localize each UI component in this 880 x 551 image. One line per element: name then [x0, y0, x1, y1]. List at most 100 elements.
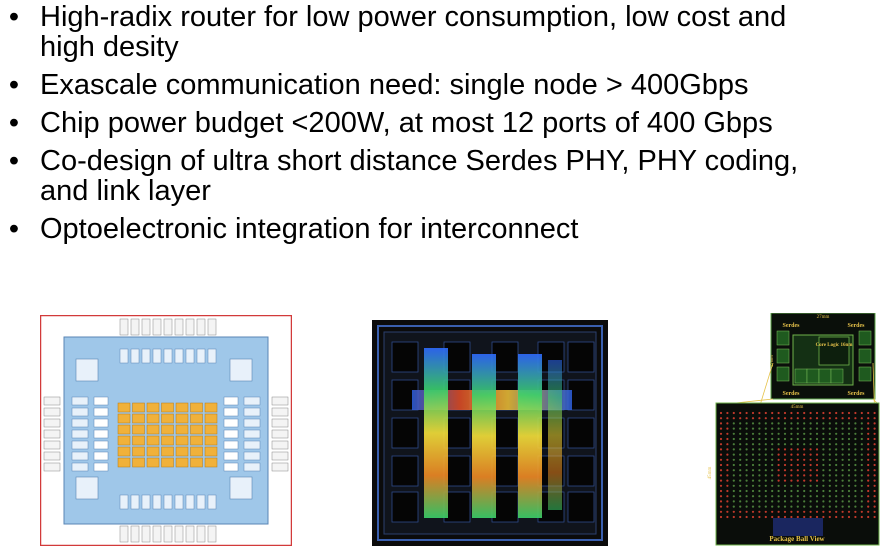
package-ball — [758, 453, 761, 456]
package-ball — [783, 417, 787, 420]
package-ball — [732, 495, 735, 498]
switch-tile — [161, 435, 174, 446]
package-ball — [815, 484, 819, 487]
serdes-top — [196, 348, 206, 364]
port-right — [271, 429, 289, 439]
package-ball — [828, 484, 831, 487]
package-ball — [867, 448, 870, 451]
package-ball — [847, 469, 851, 472]
package-ball — [841, 458, 844, 461]
package-ball — [790, 474, 793, 477]
package-ball — [764, 463, 767, 467]
package-ball — [758, 474, 761, 477]
package-ball — [854, 458, 857, 461]
package-ball — [867, 411, 870, 415]
package-ball — [790, 463, 793, 467]
package-ball — [847, 463, 851, 467]
package-ball — [860, 417, 863, 420]
package-ball — [796, 448, 799, 451]
layout-block — [567, 491, 595, 523]
bullet-dot: • — [8, 213, 20, 245]
die-outline — [377, 325, 603, 541]
package-ball — [835, 510, 838, 513]
bullet-text: Chip power budget <200W, at most 12 port… — [40, 107, 773, 139]
switch-tile — [132, 446, 145, 457]
package-ball — [796, 437, 799, 441]
serdes-top — [152, 348, 162, 364]
package-ball — [751, 510, 755, 513]
package-ball — [777, 479, 780, 482]
package-ball — [796, 432, 799, 435]
port-right — [271, 396, 289, 406]
package-ball — [835, 458, 838, 461]
package-ball — [815, 515, 819, 519]
package-ball — [758, 484, 761, 487]
package-ball — [745, 422, 748, 425]
package-ball — [790, 432, 793, 435]
serdes-label: Serdes — [848, 323, 866, 329]
package-ball — [783, 474, 787, 477]
layout-block — [491, 455, 519, 487]
package-ball — [867, 458, 870, 461]
switch-tile — [132, 457, 145, 468]
package-ball — [803, 432, 806, 435]
corner-block — [75, 358, 99, 382]
package-ball — [719, 469, 723, 472]
package-ball — [751, 453, 755, 456]
switch-tile — [132, 424, 145, 435]
package-ball — [873, 469, 876, 472]
package-ball — [739, 469, 742, 472]
package-ball — [835, 417, 838, 420]
package-ball — [809, 437, 812, 441]
package-ball — [854, 505, 857, 508]
package-ball — [764, 427, 767, 430]
package-ball — [860, 495, 863, 498]
serdes-bottom — [119, 494, 129, 510]
switch-tile — [175, 413, 189, 424]
package-ball — [815, 479, 819, 482]
die-cell — [776, 348, 790, 364]
package-ball — [860, 510, 863, 513]
switch-tile — [161, 446, 174, 457]
package-ball — [873, 515, 876, 519]
switch-tile — [175, 424, 189, 435]
package-ball — [828, 500, 831, 503]
package-ball — [835, 443, 838, 446]
package-ball — [854, 422, 857, 425]
package-ball — [726, 443, 729, 446]
package-ball — [732, 469, 735, 472]
package-ball — [764, 515, 767, 519]
package-ball — [732, 505, 735, 508]
package-ball — [803, 453, 806, 456]
package-ball — [783, 479, 787, 482]
package-ball — [732, 411, 735, 415]
package-ball — [828, 463, 831, 467]
package-ball — [719, 495, 723, 498]
port-logic-left — [93, 451, 109, 461]
package-ball — [796, 500, 799, 503]
package-ball — [803, 479, 806, 482]
die-height-label: 27mm — [769, 355, 774, 367]
package-ball — [809, 448, 812, 451]
package-ball — [732, 463, 735, 467]
layout-block — [567, 455, 595, 487]
package-ball — [783, 484, 787, 487]
package-ball — [745, 411, 748, 415]
package-ball — [867, 479, 870, 482]
package-ball — [726, 437, 729, 441]
serdes-label: Serdes — [848, 391, 866, 397]
package-ball — [822, 479, 825, 482]
package-ball — [815, 453, 819, 456]
package-ball — [847, 505, 851, 508]
package-ball — [822, 505, 825, 508]
package-ball — [783, 469, 787, 472]
package-ball — [790, 489, 793, 493]
package-ball — [828, 458, 831, 461]
package-ball — [751, 437, 755, 441]
package-ball — [867, 474, 870, 477]
port-bottom — [130, 525, 140, 543]
package-ball — [873, 484, 876, 487]
layout-block — [491, 417, 519, 449]
package-ball — [758, 495, 761, 498]
bullet-text: high desity — [40, 31, 179, 63]
